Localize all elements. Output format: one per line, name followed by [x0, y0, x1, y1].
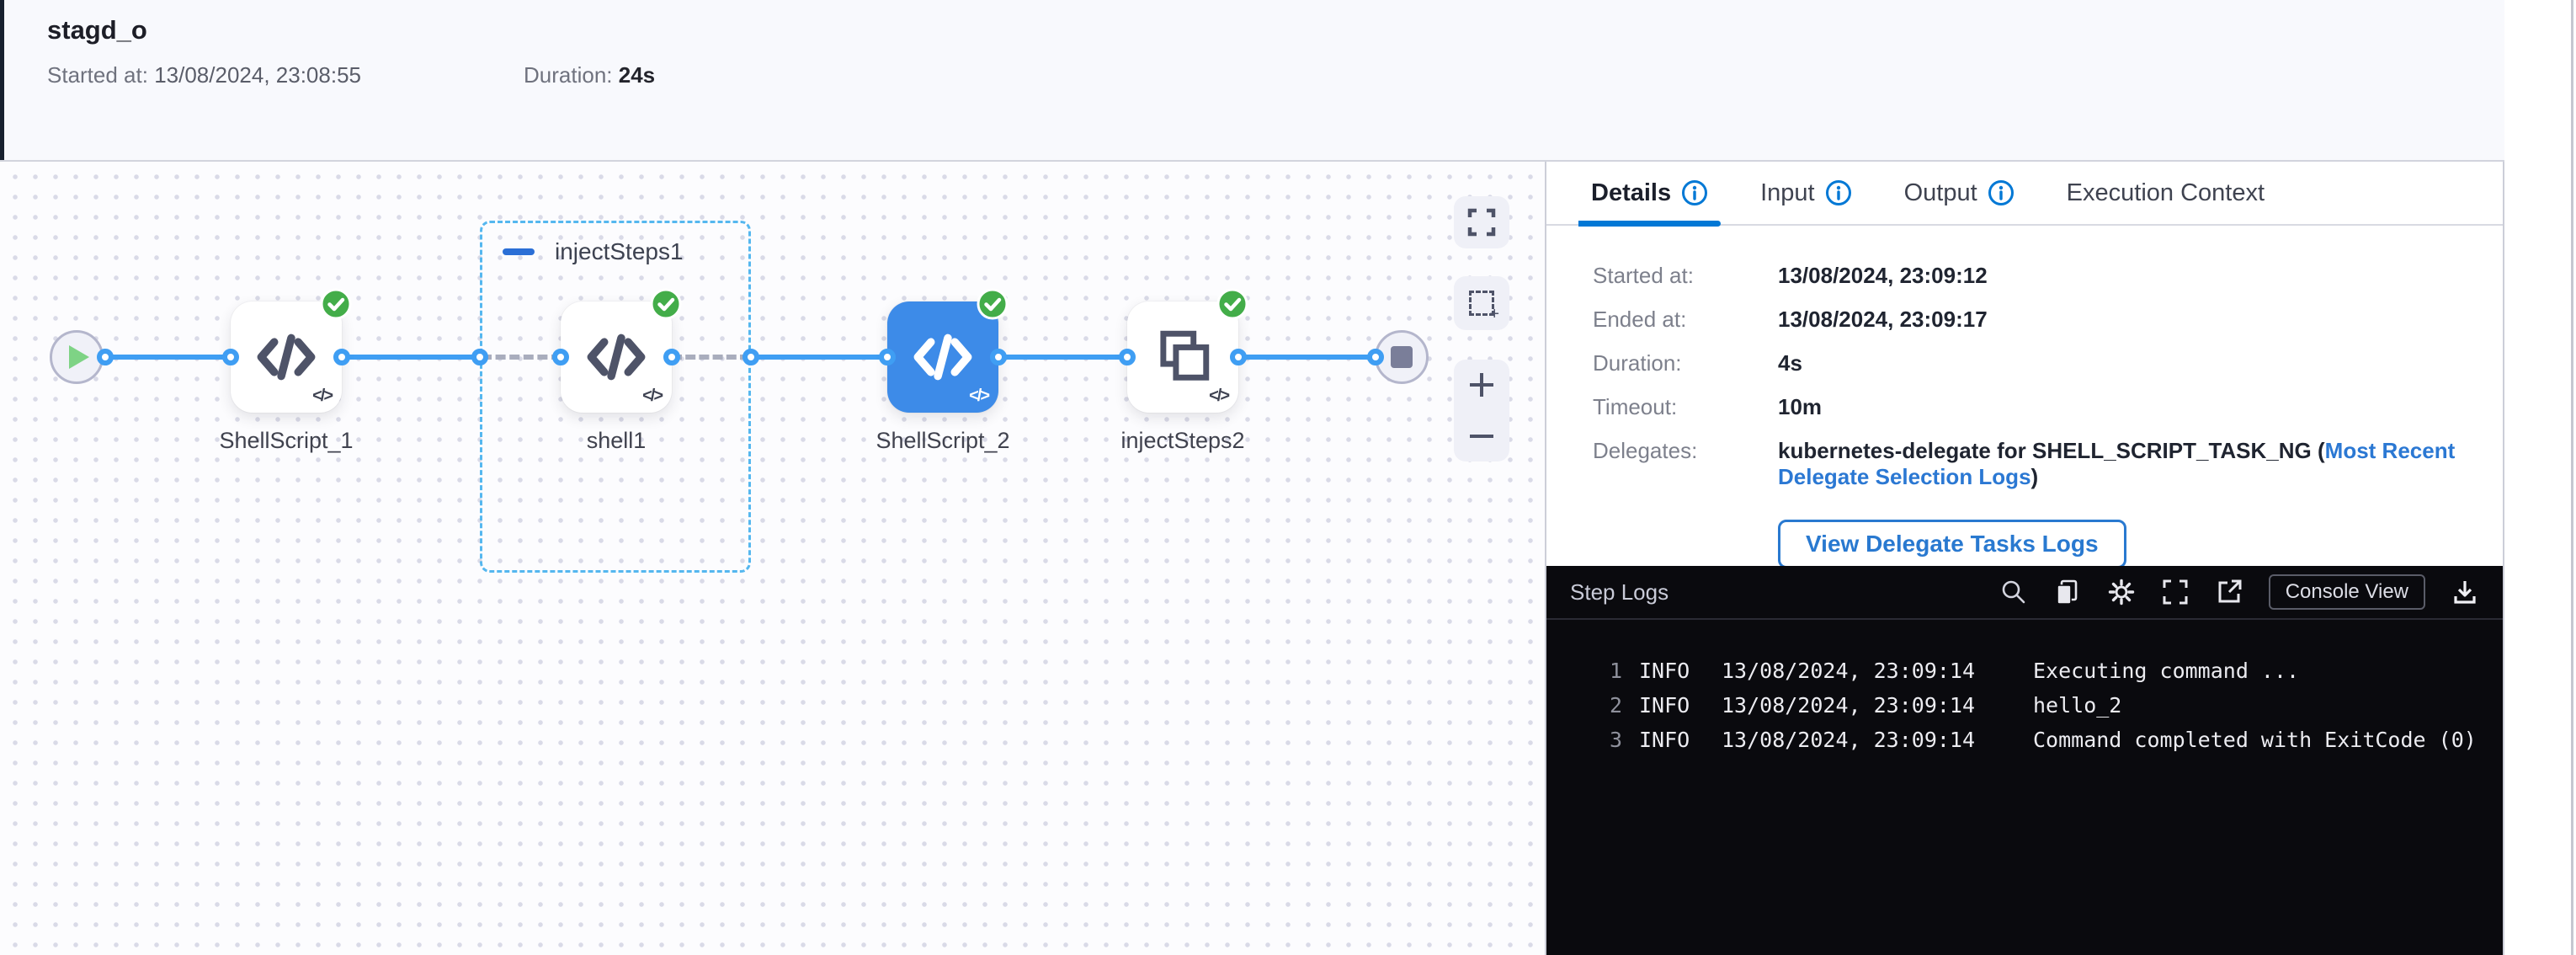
detail-row-timeout: Timeout: 10m	[1593, 394, 1823, 419]
connector-line	[342, 355, 481, 360]
step-details-panel: Details Input Output Execution Context S…	[1546, 162, 2504, 955]
connector-port	[879, 349, 896, 365]
step-group-label: injectSteps1	[555, 238, 684, 264]
nav-edge-strip	[0, 0, 4, 160]
play-icon	[69, 345, 89, 369]
expand-icon[interactable]	[2161, 578, 2190, 606]
connector-port	[333, 349, 350, 365]
connector-port	[1367, 349, 1384, 365]
console-view-button[interactable]: Console View	[2268, 574, 2425, 610]
code-mini-icon: </>	[312, 387, 333, 405]
started-label: Started at:	[47, 62, 148, 88]
copy-icon[interactable]	[2053, 578, 2082, 606]
duration-value: 24s	[618, 62, 656, 88]
step-logs-header: Step Logs	[1546, 566, 2503, 620]
detail-row-ended: Ended at: 13/08/2024, 23:09:17	[1593, 307, 1988, 332]
connector-port	[990, 349, 1007, 365]
started-value: 13/08/2024, 23:08:55	[154, 62, 361, 88]
view-delegate-tasks-logs-button[interactable]: View Delegate Tasks Logs	[1778, 520, 2126, 568]
check-success-icon	[320, 288, 352, 320]
connector-port	[97, 349, 114, 365]
connector-port	[742, 349, 759, 365]
start-node	[50, 330, 104, 384]
connector-port	[552, 349, 569, 365]
connector-port	[1119, 349, 1136, 365]
step-group-icon	[1160, 330, 1210, 381]
pipeline-canvas[interactable]: injectSteps1 </> ShellScript_1 </> shell…	[0, 162, 1546, 955]
code-icon	[254, 325, 318, 389]
node-injectsteps2[interactable]: </>	[1127, 301, 1238, 413]
connector-port	[1230, 349, 1247, 365]
stage-started-at: Started at: 13/08/2024, 23:08:55	[47, 62, 361, 88]
tab-details[interactable]: Details	[1578, 161, 1722, 227]
stage-header: stagd_o Started at: 13/08/2024, 23:08:55…	[0, 0, 2504, 162]
search-icon[interactable]	[1999, 578, 2028, 606]
connector-port	[663, 349, 680, 365]
external-link-icon[interactable]	[2215, 578, 2243, 606]
code-mini-icon: </>	[969, 387, 990, 405]
info-icon[interactable]	[1681, 179, 1708, 206]
fullscreen-icon	[1467, 208, 1496, 237]
node-shell1[interactable]: </>	[561, 301, 672, 413]
connector-line	[751, 355, 888, 360]
delegate-selection-logs-link[interactable]: Most Recent Delegate Selection Logs	[1778, 438, 2456, 489]
node-label: shell1	[586, 428, 647, 453]
node-shellscript-2[interactable]: </>	[887, 301, 998, 413]
detail-row-started: Started at: 13/08/2024, 23:09:12	[1593, 263, 1988, 288]
scrollbar-track[interactable]	[2571, 0, 2573, 955]
step-logs-title: Step Logs	[1570, 579, 1669, 605]
check-success-icon	[977, 288, 1009, 320]
step-logs-panel: Step Logs	[1546, 566, 2503, 955]
tab-input[interactable]: Input	[1748, 161, 1865, 225]
details-content: Started at: 13/08/2024, 23:09:12 Ended a…	[1593, 263, 2468, 568]
canvas-select-button[interactable]	[1454, 276, 1509, 330]
check-success-icon	[1216, 288, 1248, 320]
connector-port	[471, 349, 488, 365]
canvas-fullscreen-button[interactable]	[1454, 196, 1509, 248]
step-logs-output[interactable]: 1 INFO 13/08/2024, 23:09:14 Executing co…	[1546, 620, 2503, 757]
connector-line	[998, 355, 1128, 360]
right-gutter	[2506, 0, 2576, 955]
info-icon[interactable]	[1988, 179, 2014, 206]
detail-row-duration: Duration: 4s	[1593, 350, 1802, 376]
tab-execution-context[interactable]: Execution Context	[2066, 179, 2265, 206]
download-icon[interactable]	[2451, 578, 2479, 606]
stage-duration: Duration: 24s	[524, 62, 655, 88]
connector-line-dashed	[672, 355, 750, 360]
details-tab-bar: Details Input Output Execution Context	[1546, 161, 2503, 227]
log-line: 3 INFO 13/08/2024, 23:09:14 Command comp…	[1609, 728, 2477, 752]
collapse-minus-icon[interactable]	[503, 248, 535, 255]
code-icon	[584, 325, 648, 389]
code-mini-icon: </>	[1209, 387, 1230, 405]
stage-title: stagd_o	[47, 15, 147, 45]
node-label: ShellScript_1	[219, 428, 354, 453]
connector-line	[1238, 355, 1376, 360]
node-label: ShellScript_2	[876, 428, 1010, 453]
detail-row-delegates: Delegates: kubernetes-delegate for SHELL…	[1593, 438, 2468, 490]
delegates-value: kubernetes-delegate for SHELL_SCRIPT_TAS…	[1778, 438, 2456, 489]
zoom-out-icon[interactable]	[1466, 421, 1497, 451]
log-line: 1 INFO 13/08/2024, 23:09:14 Executing co…	[1609, 659, 2300, 683]
zoom-in-icon[interactable]	[1466, 370, 1497, 400]
marquee-select-icon	[1469, 291, 1499, 324]
gear-icon[interactable]	[2107, 578, 2136, 606]
canvas-zoom-control	[1454, 360, 1509, 461]
step-group-injectSteps1: injectSteps1	[480, 221, 751, 573]
code-mini-icon: </>	[642, 387, 663, 405]
info-icon[interactable]	[1825, 179, 1852, 206]
node-label: injectSteps2	[1120, 428, 1245, 453]
tab-output[interactable]: Output	[1892, 161, 2027, 225]
code-icon	[911, 325, 975, 389]
duration-label: Duration:	[524, 62, 613, 88]
check-success-icon	[650, 288, 682, 320]
node-shellscript-1[interactable]: </>	[231, 301, 342, 413]
connector-line	[105, 355, 232, 360]
stop-icon	[1391, 346, 1413, 368]
log-line: 2 INFO 13/08/2024, 23:09:14 hello_2	[1609, 693, 2122, 718]
connector-line-dashed	[482, 355, 562, 360]
connector-port	[222, 349, 239, 365]
